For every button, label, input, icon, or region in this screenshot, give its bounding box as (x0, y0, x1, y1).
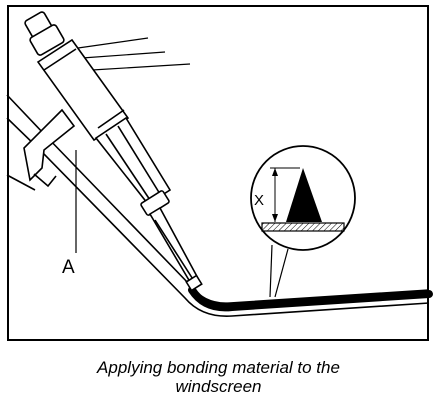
reflection-lines (77, 37, 191, 71)
sealant-gun-icon (23, 11, 203, 292)
figure-caption: Applying bonding material to the windscr… (0, 358, 437, 396)
label-x: X (254, 192, 265, 209)
bonding-bead (188, 286, 433, 312)
triangular-bead-icon (286, 168, 322, 222)
magnifier-detail-icon (250, 145, 356, 298)
label-a: A (62, 257, 75, 278)
caption-line-1: Applying bonding material to the (97, 358, 340, 377)
caption-line-2: windscreen (175, 377, 262, 396)
